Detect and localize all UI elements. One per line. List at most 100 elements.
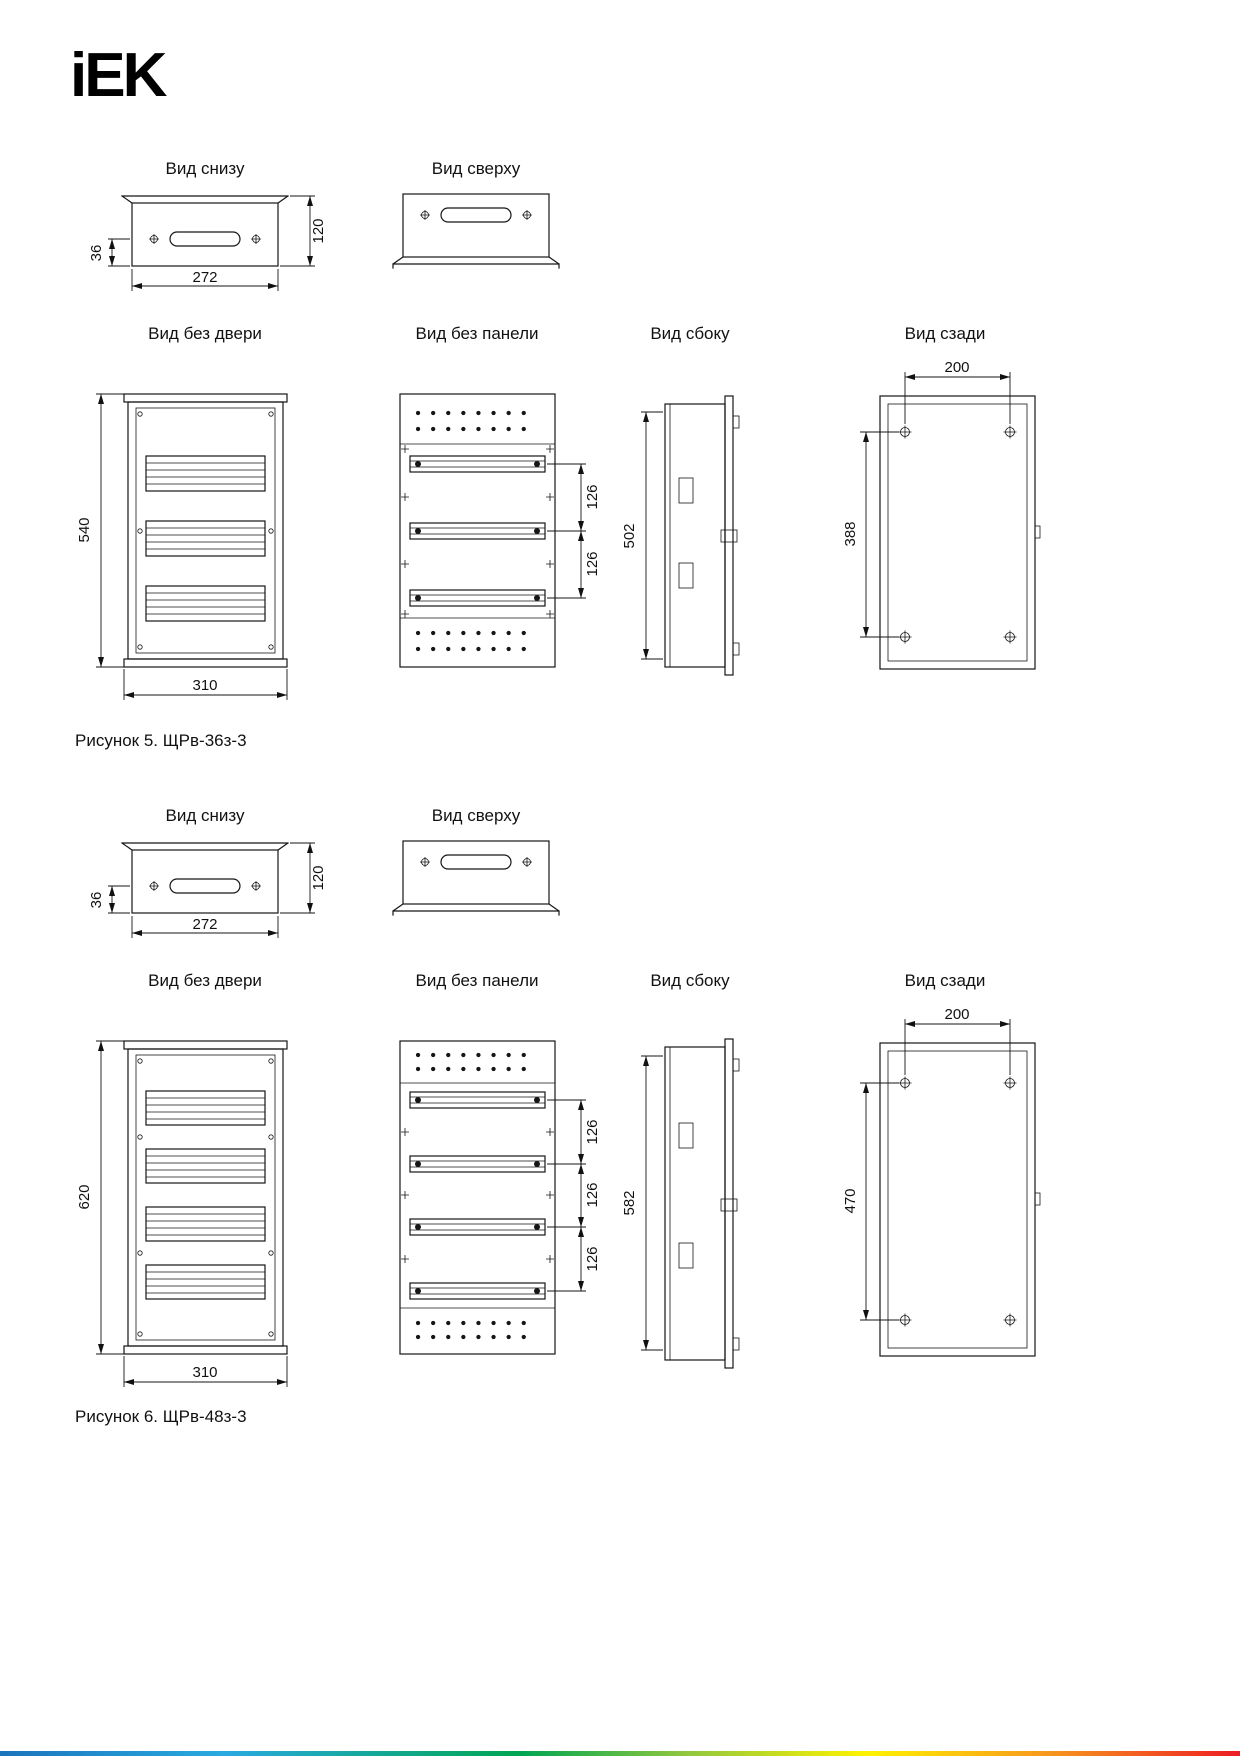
- cabinet-top-outline: [402, 840, 550, 905]
- keyhole-screw: [898, 1076, 912, 1090]
- wall-tab: [732, 1337, 740, 1351]
- dimension-label: 126: [584, 1182, 601, 1207]
- rail-bracket: [678, 477, 694, 504]
- dimension-height: 388: [842, 431, 899, 638]
- rail-bracket: [678, 1122, 694, 1149]
- dimension-120: 120: [280, 842, 327, 914]
- cabinet-front-outline: [123, 393, 288, 668]
- dimension-272: 272: [131, 269, 279, 291]
- din-rail: [409, 589, 546, 607]
- lock-latch: [1034, 525, 1041, 539]
- view-label-front-no-door: Вид без двери: [148, 971, 262, 990]
- dimension-label: 200: [944, 1006, 969, 1023]
- mounting-screw: [420, 210, 430, 220]
- fig6-top-view-drawing: [392, 840, 560, 916]
- dimension-label: 540: [76, 517, 93, 542]
- dimension-rail-gap-3: 126: [547, 1227, 601, 1292]
- din-rail: [409, 1282, 546, 1300]
- keyhole-screw: [898, 1313, 912, 1327]
- plate-edges: [400, 1082, 555, 1309]
- view-label-bottom: Вид снизу: [165, 806, 245, 825]
- dimension-height: 470: [842, 1082, 899, 1321]
- dimension-rail-gap-2: 126: [547, 531, 601, 599]
- din-module-row: [145, 1206, 266, 1242]
- cable-entry-slot: [169, 231, 241, 247]
- mounting-screw: [522, 857, 532, 867]
- din-rail: [409, 1091, 546, 1109]
- fig5-side-view-drawing: 502: [621, 395, 740, 676]
- din-rail: [409, 522, 546, 540]
- cable-entry-slot: [440, 854, 512, 870]
- keyhole-screw: [1003, 1313, 1017, 1327]
- dimension-36: 36: [88, 885, 130, 914]
- view-label-top: Вид сверху: [431, 159, 521, 178]
- frame-screw-marks: [401, 1128, 554, 1263]
- view-label-rear: Вид сзади: [904, 324, 986, 343]
- dimension-width: 310: [123, 669, 288, 700]
- cabinet-rear-outline: [879, 1042, 1036, 1357]
- dimension-label: 126: [584, 484, 601, 509]
- view-label-bottom: Вид снизу: [165, 159, 245, 178]
- view-label-side: Вид сбоку: [650, 324, 730, 343]
- keyhole-screw: [1003, 630, 1017, 644]
- wall-tab: [732, 642, 740, 656]
- mounting-screw: [522, 210, 532, 220]
- din-module-row: [145, 1090, 266, 1126]
- dimension-height: 582: [621, 1055, 663, 1351]
- panel-fixing-holes: [137, 411, 274, 650]
- fig5-top-view-drawing: [392, 193, 560, 269]
- dimension-120: 120: [280, 195, 327, 267]
- figure6-caption: Рисунок 6. ЩРв-48з-3: [75, 1407, 247, 1426]
- dimension-label: 36: [88, 892, 105, 909]
- din-rail: [409, 455, 546, 473]
- dimension-width: 200: [904, 1006, 1011, 1075]
- dimension-rail-gap-1: 126: [547, 463, 601, 532]
- dimension-label: 310: [192, 677, 217, 694]
- dimension-label: 502: [621, 523, 638, 548]
- rail-bracket: [678, 1242, 694, 1269]
- iek-logo: iEK: [70, 41, 167, 110]
- mounting-screw: [420, 857, 430, 867]
- fig5-rear-view-drawing: 200 388: [842, 359, 1041, 670]
- wall-tab: [732, 1058, 740, 1072]
- view-label-front-no-door: Вид без двери: [148, 324, 262, 343]
- figure5-caption: Рисунок 5. ЩРв-36з-3: [75, 731, 247, 750]
- dimension-36: 36: [88, 238, 130, 267]
- bottom-flange: [392, 903, 560, 916]
- cabinet-front-outline: [123, 1040, 288, 1355]
- din-module-row: [145, 1148, 266, 1184]
- mounting-screw: [251, 881, 261, 891]
- perforation-holes-bottom: [415, 1320, 541, 1340]
- fig5-front-no-door-drawing: 540 310: [76, 393, 288, 700]
- view-label-top: Вид сверху: [431, 806, 521, 825]
- cabinet-bottom-outline: [121, 842, 289, 914]
- fig6-rear-view-drawing: 200 470: [842, 1006, 1041, 1357]
- din-module-row: [145, 520, 266, 557]
- din-rail: [409, 1155, 546, 1173]
- din-module-row: [145, 1264, 266, 1300]
- fig5-front-no-panel-drawing: 126 126: [399, 393, 601, 668]
- dimension-label: 582: [621, 1190, 638, 1215]
- dimension-label: 470: [842, 1188, 859, 1213]
- cabinet-rear-outline: [879, 395, 1036, 670]
- dimension-label: 126: [584, 1246, 601, 1271]
- dimension-label: 120: [310, 865, 327, 890]
- fig6-bottom-view-drawing: 36 272 120: [88, 842, 327, 938]
- dimension-height: 540: [76, 393, 124, 668]
- dimension-height: 620: [76, 1040, 124, 1355]
- keyhole-screw: [898, 630, 912, 644]
- wall-tab: [732, 415, 740, 429]
- frame-screw-marks: [401, 445, 554, 618]
- din-rail: [409, 1218, 546, 1236]
- keyhole-screw: [898, 425, 912, 439]
- dimension-label: 120: [310, 218, 327, 243]
- dimension-label: 126: [584, 551, 601, 576]
- dimension-height: 502: [621, 411, 663, 660]
- view-label-rear: Вид сзади: [904, 971, 986, 990]
- cabinet-body-outline: [399, 1040, 556, 1355]
- dimension-label: 310: [192, 1364, 217, 1381]
- fig6-side-view-drawing: 582: [621, 1038, 740, 1369]
- dimension-label: 36: [88, 245, 105, 262]
- lock-latch: [1034, 1192, 1041, 1206]
- dimension-width: 200: [904, 359, 1011, 424]
